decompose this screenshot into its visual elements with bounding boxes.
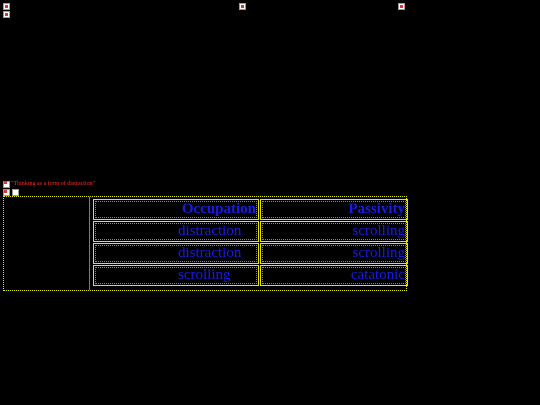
column-header-passivity: Passivity (260, 199, 408, 220)
image-pair (3, 189, 19, 196)
broken-image-icon (12, 189, 19, 196)
broken-image-icon (239, 3, 246, 10)
broken-image-icon (398, 3, 405, 10)
broken-image-icon (3, 180, 10, 188)
empty-side-cell (4, 197, 90, 290)
table-cell: scrolling (93, 265, 259, 286)
table-cell: distraction (93, 221, 259, 242)
broken-image-icon (3, 3, 10, 10)
broken-image-icon (3, 11, 10, 18)
image-alt-text: "Thinking as a form of distraction" (11, 181, 96, 187)
column-header-occupation: Occupation (93, 199, 259, 220)
data-table: Occupation Passivity distraction scrolli… (93, 199, 409, 286)
table-cell: scrolling (260, 221, 408, 242)
table-frame: Occupation Passivity distraction scrolli… (3, 196, 409, 291)
table-cell: scrolling (260, 243, 408, 264)
table-cell: catatonic (260, 265, 408, 286)
table-cell: distraction (93, 243, 259, 264)
image-alt-caption: "Thinking as a form of distraction" (3, 180, 95, 188)
